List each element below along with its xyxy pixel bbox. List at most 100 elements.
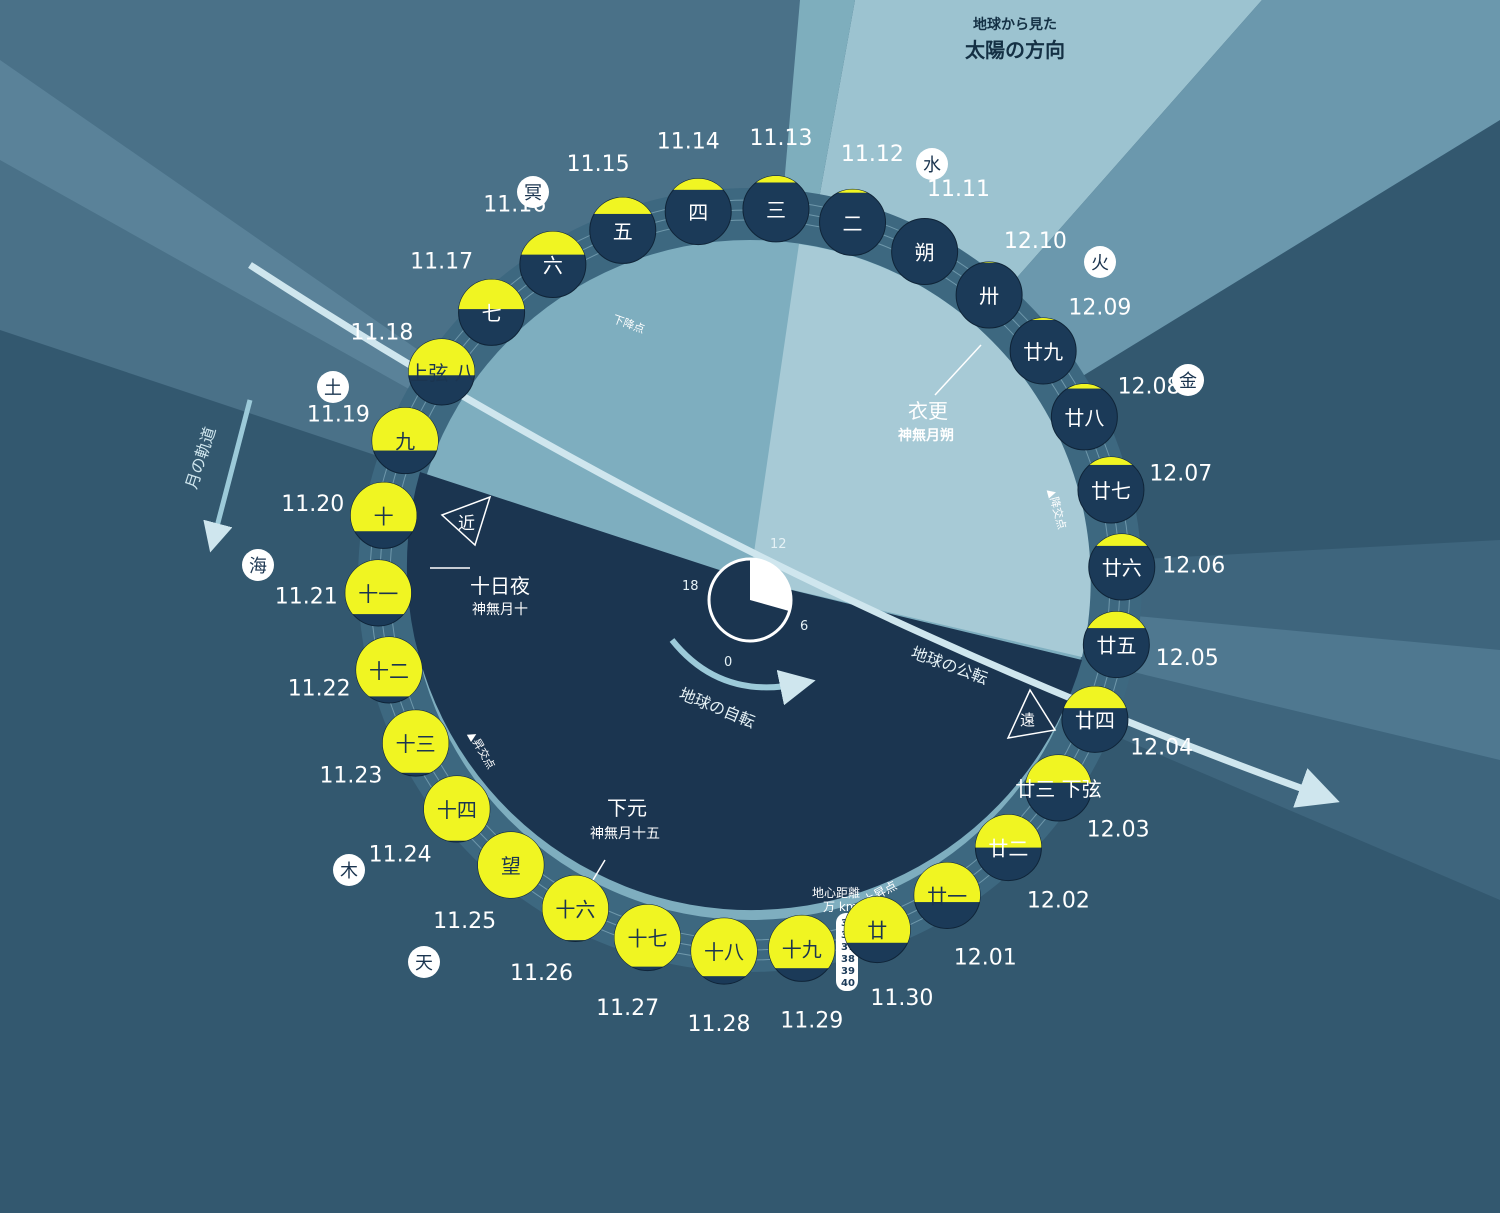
moon-date-label: 11.26: [510, 961, 573, 986]
planet-label: 冥: [524, 183, 542, 204]
moon-date-label: 11.30: [870, 986, 933, 1011]
planet-marker: 水: [916, 148, 948, 180]
planet-marker: 冥: [517, 176, 549, 208]
moon-day-label: 二: [843, 211, 863, 235]
distance-scale-value: 37: [841, 942, 855, 953]
moon-date-label: 12.02: [1027, 888, 1090, 913]
moon-phase: 三11.13: [742, 126, 812, 243]
moon-date-label: 11.11: [927, 177, 990, 202]
earth-orbit-path: [248, 262, 1340, 808]
moon-lit-area: [1010, 317, 1077, 320]
sun-direction-line1: 地球から見た: [973, 17, 1057, 33]
sun-direction-title: 地球から見た 太陽の方向: [915, 14, 1115, 63]
moon-day-label: 七: [482, 301, 502, 325]
moon-day-label: 上弦 八: [408, 361, 474, 385]
moon-day-label: 十六: [555, 897, 595, 921]
moon-day-label: 望: [501, 854, 521, 878]
apogee-marker: [1006, 688, 1057, 739]
moon-phase: 廿四 12.04: [1061, 685, 1193, 760]
moon-date-label: 11.19: [307, 403, 370, 428]
clock-tick-18: 18: [682, 579, 699, 594]
moon-orbit-arrow: [203, 399, 253, 553]
moon-day-label: 九: [395, 430, 415, 454]
moon-date-label: 11.12: [841, 142, 904, 167]
moon-day-label: 十八: [704, 940, 744, 964]
moon-lit-area: [1051, 383, 1118, 389]
moon-orbit-label: 月の軌道: [182, 424, 220, 491]
annotation-tenth-sub: 神無月十: [472, 602, 528, 618]
moon-lit-area: [1088, 534, 1155, 546]
moon-lit-area: [519, 231, 586, 255]
annotation-new-moon-sub: 神無月朔: [898, 427, 954, 444]
moon-day-label: 廿九: [1023, 340, 1063, 364]
planet-label: 水: [923, 155, 941, 176]
moon-phase: 四 11.14: [657, 129, 732, 246]
moon-day-label: 四: [688, 201, 708, 225]
moon-date-label: 11.13: [749, 126, 812, 151]
moon-phase: 朔11.11: [891, 177, 990, 286]
moon-day-label: 廿五: [1096, 634, 1136, 658]
moon-day-label: 廿二: [988, 837, 1028, 861]
moon-day-label: 廿三 下弦: [1015, 777, 1101, 801]
perigee-marker: [440, 495, 492, 547]
planet-disc: [317, 371, 349, 403]
moon-lit-area: [1061, 686, 1128, 709]
night-hemisphere: [406, 472, 1082, 911]
moon-disc: [891, 218, 959, 286]
annotation-tenth-title: 十日夜: [470, 574, 530, 598]
moon-day-label: 廿四: [1075, 708, 1115, 732]
sun-beam-inner: [750, 244, 1091, 657]
planet-disc: [242, 549, 274, 581]
moon-lit-area: [614, 904, 681, 967]
planet-disc: [1084, 246, 1116, 278]
moon-date-label: 11.22: [288, 676, 351, 701]
moon-date-label: 11.21: [275, 584, 338, 609]
moon-day-label: 卅: [979, 284, 999, 308]
moon-date-label: 11.17: [410, 250, 473, 275]
planet-marker: 天: [408, 946, 440, 978]
moon-day-label: 十九: [782, 937, 822, 961]
moon-lit-area: [1077, 457, 1144, 465]
planet-marker: 火: [1084, 246, 1116, 278]
moon-date-label: 12.01: [954, 946, 1017, 971]
planet-disc: [517, 176, 549, 208]
moon-date-label: 12.05: [1156, 646, 1219, 671]
moon-date-label: 12.06: [1162, 554, 1225, 579]
earth-rotation-arrow: [669, 638, 816, 706]
planet-disc: [408, 946, 440, 978]
moon-phase: 望11.25: [433, 831, 545, 934]
moon-phase: 廿五 12.05: [1082, 611, 1219, 679]
moon-date-label: 11.18: [350, 321, 413, 346]
moon-lit-area: [542, 875, 609, 941]
planet-disc: [1172, 364, 1204, 396]
planet-label: 金: [1179, 371, 1197, 392]
moon-date-label: 12.04: [1130, 735, 1193, 760]
moon-day-label: 十四: [437, 798, 477, 822]
planet-label: 海: [249, 556, 267, 577]
perigee-label: 近: [458, 514, 475, 534]
clock-tick-12: 12: [770, 537, 787, 552]
moon-lit-area: [956, 262, 1023, 263]
apogee-label: 遠: [1020, 711, 1035, 729]
moon-day-label: 廿六: [1102, 556, 1142, 580]
moon-phase: 十六 11.26: [510, 874, 609, 986]
moon-date-label: 12.10: [1004, 229, 1067, 254]
planet-label: 木: [340, 861, 358, 882]
planet-label: 土: [324, 378, 342, 399]
distance-scale-title: 地心距離: [812, 886, 860, 900]
planet-disc: [333, 854, 365, 886]
moon-date-label: 11.14: [657, 129, 720, 154]
moon-date-label: 12.08: [1118, 374, 1181, 399]
planet-label: 天: [415, 953, 433, 974]
moon-phases: 朔11.11二11.12三11.13四11.14五11.15六11.16七11.…: [275, 126, 1225, 1037]
moon-phase: 二 11.12: [819, 142, 904, 256]
